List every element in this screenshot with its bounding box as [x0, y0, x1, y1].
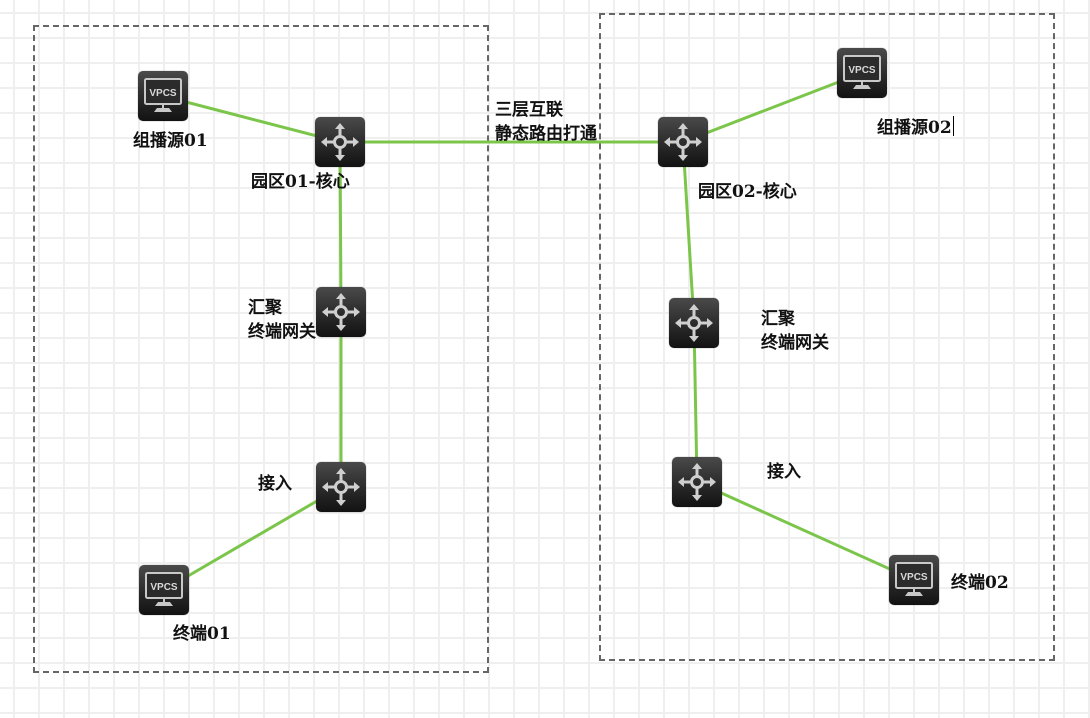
router-node-agg-02[interactable] — [669, 298, 719, 348]
label-text: 接入 — [767, 462, 801, 482]
label-core-02: 园区02-核心 — [698, 180, 797, 204]
link-access-01-terminal-01[interactable] — [163, 485, 342, 592]
vpcs-icon-text: VPCS — [848, 65, 876, 76]
label-text: 终端01 — [173, 624, 231, 644]
vpcs-node-mcast-src-01[interactable]: VPCS — [138, 71, 188, 121]
router-icon — [664, 123, 702, 161]
label-terminal-01: 终端01 — [173, 622, 231, 646]
campus-01-zone — [33, 25, 489, 673]
router-node-core-02[interactable] — [658, 117, 708, 167]
router-icon — [321, 123, 359, 161]
router-icon — [322, 468, 360, 506]
label-mcast-src-02[interactable]: 组播源02 — [877, 116, 954, 140]
label-agg-02: 汇聚 终端网关 — [761, 307, 829, 355]
label-mcast-src-01: 组播源01 — [133, 129, 208, 153]
label-access-02: 接入 — [767, 460, 801, 484]
link-agg-02-access-02[interactable] — [692, 322, 699, 483]
annotation-line-1: 三层互联 — [495, 100, 563, 120]
router-icon — [678, 463, 716, 501]
label-line-2: 终端网关 — [248, 322, 316, 342]
vpcs-monitor-icon: VPCS — [843, 55, 881, 89]
link-mcast-src-01-core-01[interactable] — [162, 94, 341, 144]
label-terminal-02: 终端02 — [951, 571, 1009, 595]
vpcs-node-terminal-01[interactable]: VPCS — [139, 565, 189, 615]
link-core-02-agg-02[interactable] — [681, 141, 696, 324]
router-node-agg-01[interactable] — [316, 287, 366, 337]
router-node-access-02[interactable] — [672, 457, 722, 507]
router-icon — [322, 293, 360, 331]
router-node-core-01[interactable] — [315, 117, 365, 167]
vpcs-icon-text: VPCS — [900, 572, 928, 583]
link-access-02-terminal-02[interactable] — [696, 480, 915, 582]
vpcs-node-mcast-src-02[interactable]: VPCS — [837, 48, 887, 98]
label-text: 园区01-核心 — [251, 172, 350, 192]
router-icon — [675, 304, 713, 342]
label-line-1: 汇聚 — [761, 309, 795, 329]
vpcs-monitor-icon: VPCS — [144, 78, 182, 112]
vpcs-monitor-icon: VPCS — [145, 572, 183, 606]
label-text[interactable]: 组播源02 — [877, 118, 952, 138]
text-cursor — [952, 116, 954, 136]
campus-02-zone — [599, 13, 1055, 661]
label-line-1: 汇聚 — [248, 298, 282, 318]
annotation-line-2: 静态路由打通 — [495, 124, 597, 144]
label-text: 园区02-核心 — [698, 182, 797, 202]
label-access-01: 接入 — [258, 472, 292, 496]
vpcs-icon-text: VPCS — [150, 582, 178, 593]
vpcs-node-terminal-02[interactable]: VPCS — [889, 555, 939, 605]
label-text: 终端02 — [951, 573, 1009, 593]
label-line-2: 终端网关 — [761, 333, 829, 353]
link-core-02-mcast-src-02[interactable] — [682, 71, 863, 144]
router-node-access-01[interactable] — [316, 462, 366, 512]
link-core-01-agg-01[interactable] — [338, 141, 343, 313]
vpcs-monitor-icon: VPCS — [895, 562, 933, 596]
label-agg-01: 汇聚 终端网关 — [248, 296, 316, 344]
label-core-01: 园区01-核心 — [251, 170, 350, 194]
annotation-inter-campus: 三层互联 静态路由打通 — [495, 98, 597, 146]
label-text: 组播源01 — [133, 131, 208, 151]
vpcs-icon-text: VPCS — [149, 88, 177, 99]
label-text: 接入 — [258, 474, 292, 494]
